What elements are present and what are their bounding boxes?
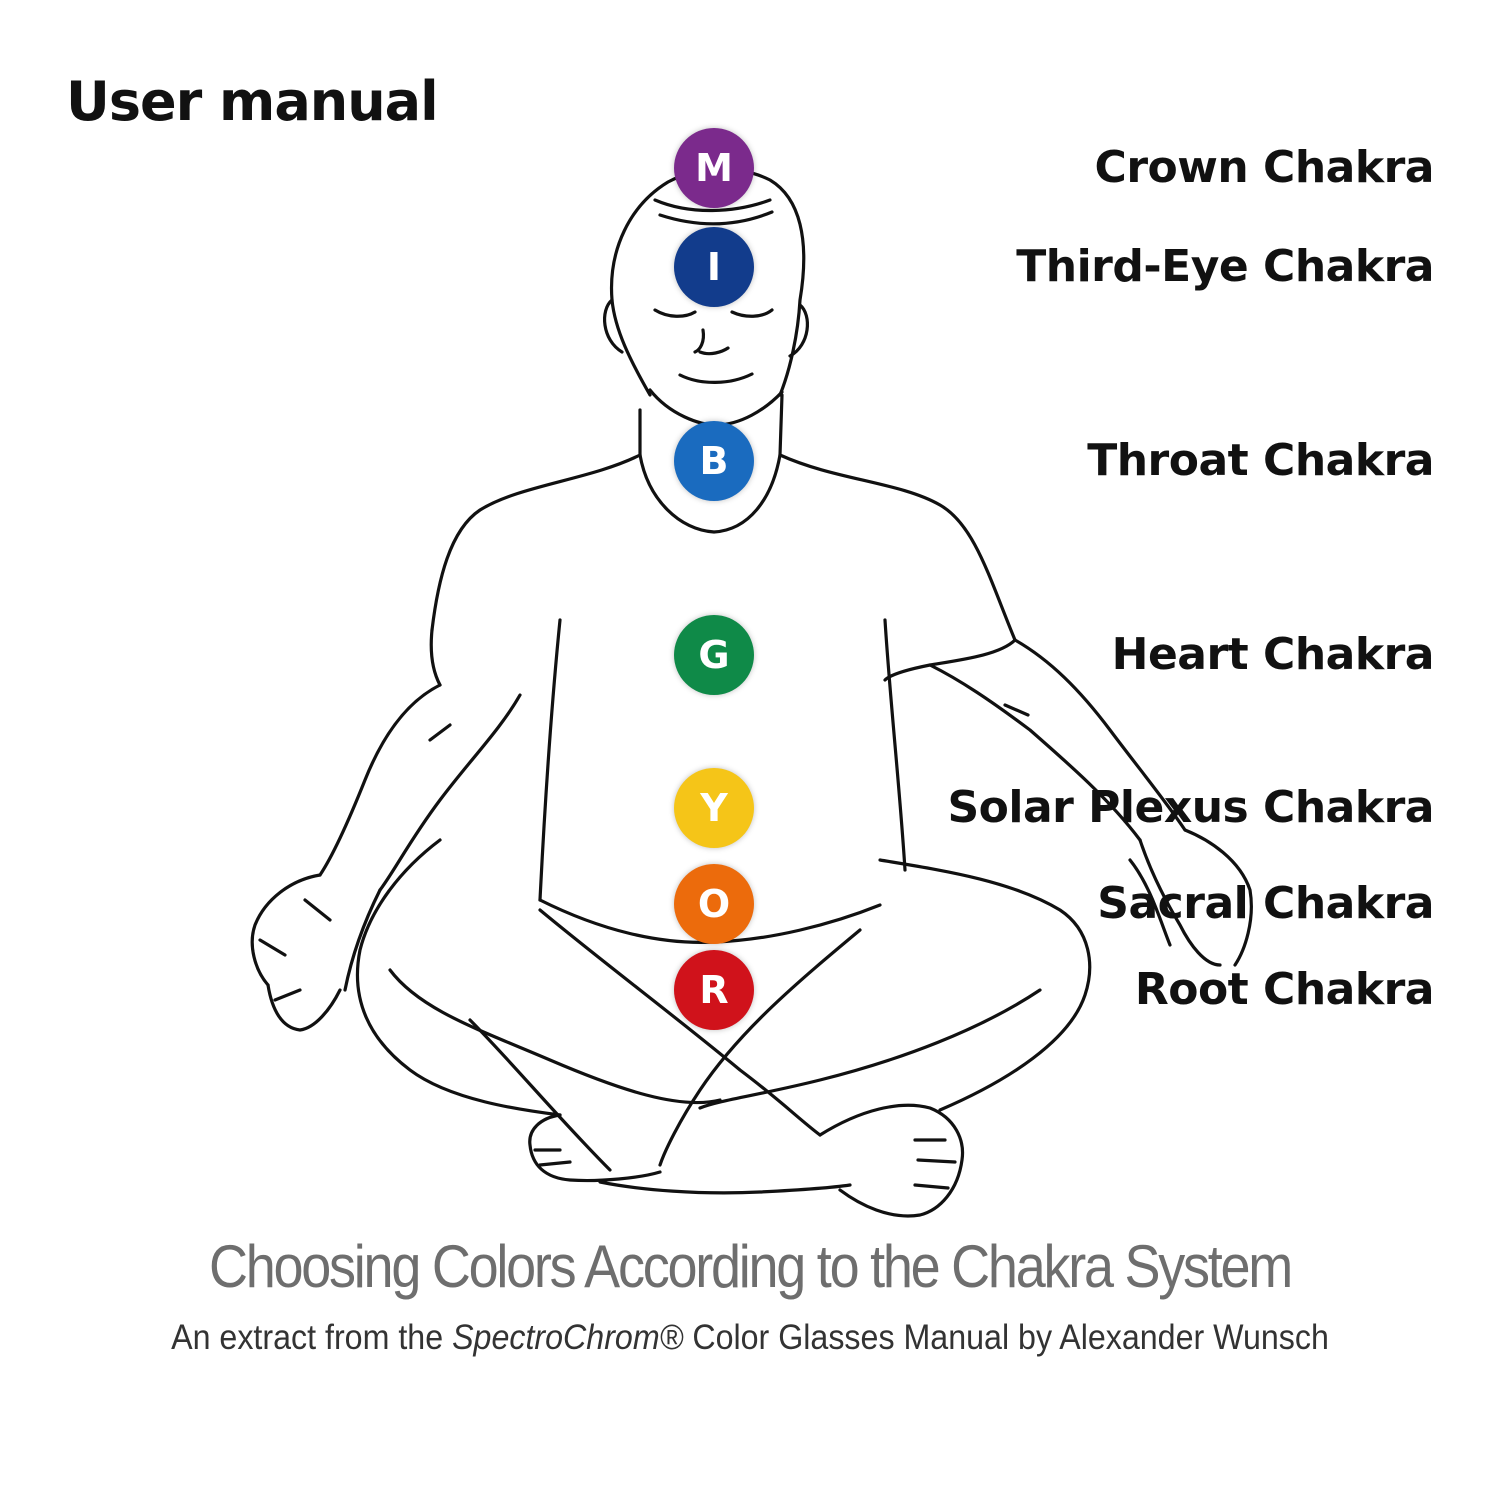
caption-title: Choosing Colors According to the Chakra … (208, 1233, 1293, 1300)
chakra-label: Sacral Chakra (1097, 878, 1434, 929)
caption-subtitle-suffix: Color Glasses Manual by Alexander Wunsch (683, 1318, 1329, 1357)
chakra-marker-i: I (674, 227, 754, 307)
caption-subtitle-prefix: An extract from the (171, 1318, 453, 1357)
chakra-marker-g: G (674, 615, 754, 695)
chakra-marker-r: R (674, 950, 754, 1030)
chakra-label: Third-Eye Chakra (1016, 241, 1434, 292)
chakra-label: Solar Plexus Chakra (947, 782, 1434, 833)
page-title: User manual (66, 70, 439, 133)
caption-subtitle: An extract from the SpectroChrom® Color … (60, 1318, 1440, 1358)
chakra-label: Root Chakra (1134, 964, 1435, 1015)
chakra-label: Crown Chakra (1094, 142, 1435, 193)
chakra-marker-o: O (674, 864, 754, 944)
caption-subtitle-brand: SpectroChrom® (452, 1318, 684, 1357)
chakra-label: Throat Chakra (1087, 435, 1434, 486)
chakra-marker-m: M (674, 128, 754, 208)
chakra-marker-y: Y (674, 768, 754, 848)
chakra-marker-b: B (674, 421, 754, 501)
chakra-label: Heart Chakra (1111, 629, 1435, 680)
